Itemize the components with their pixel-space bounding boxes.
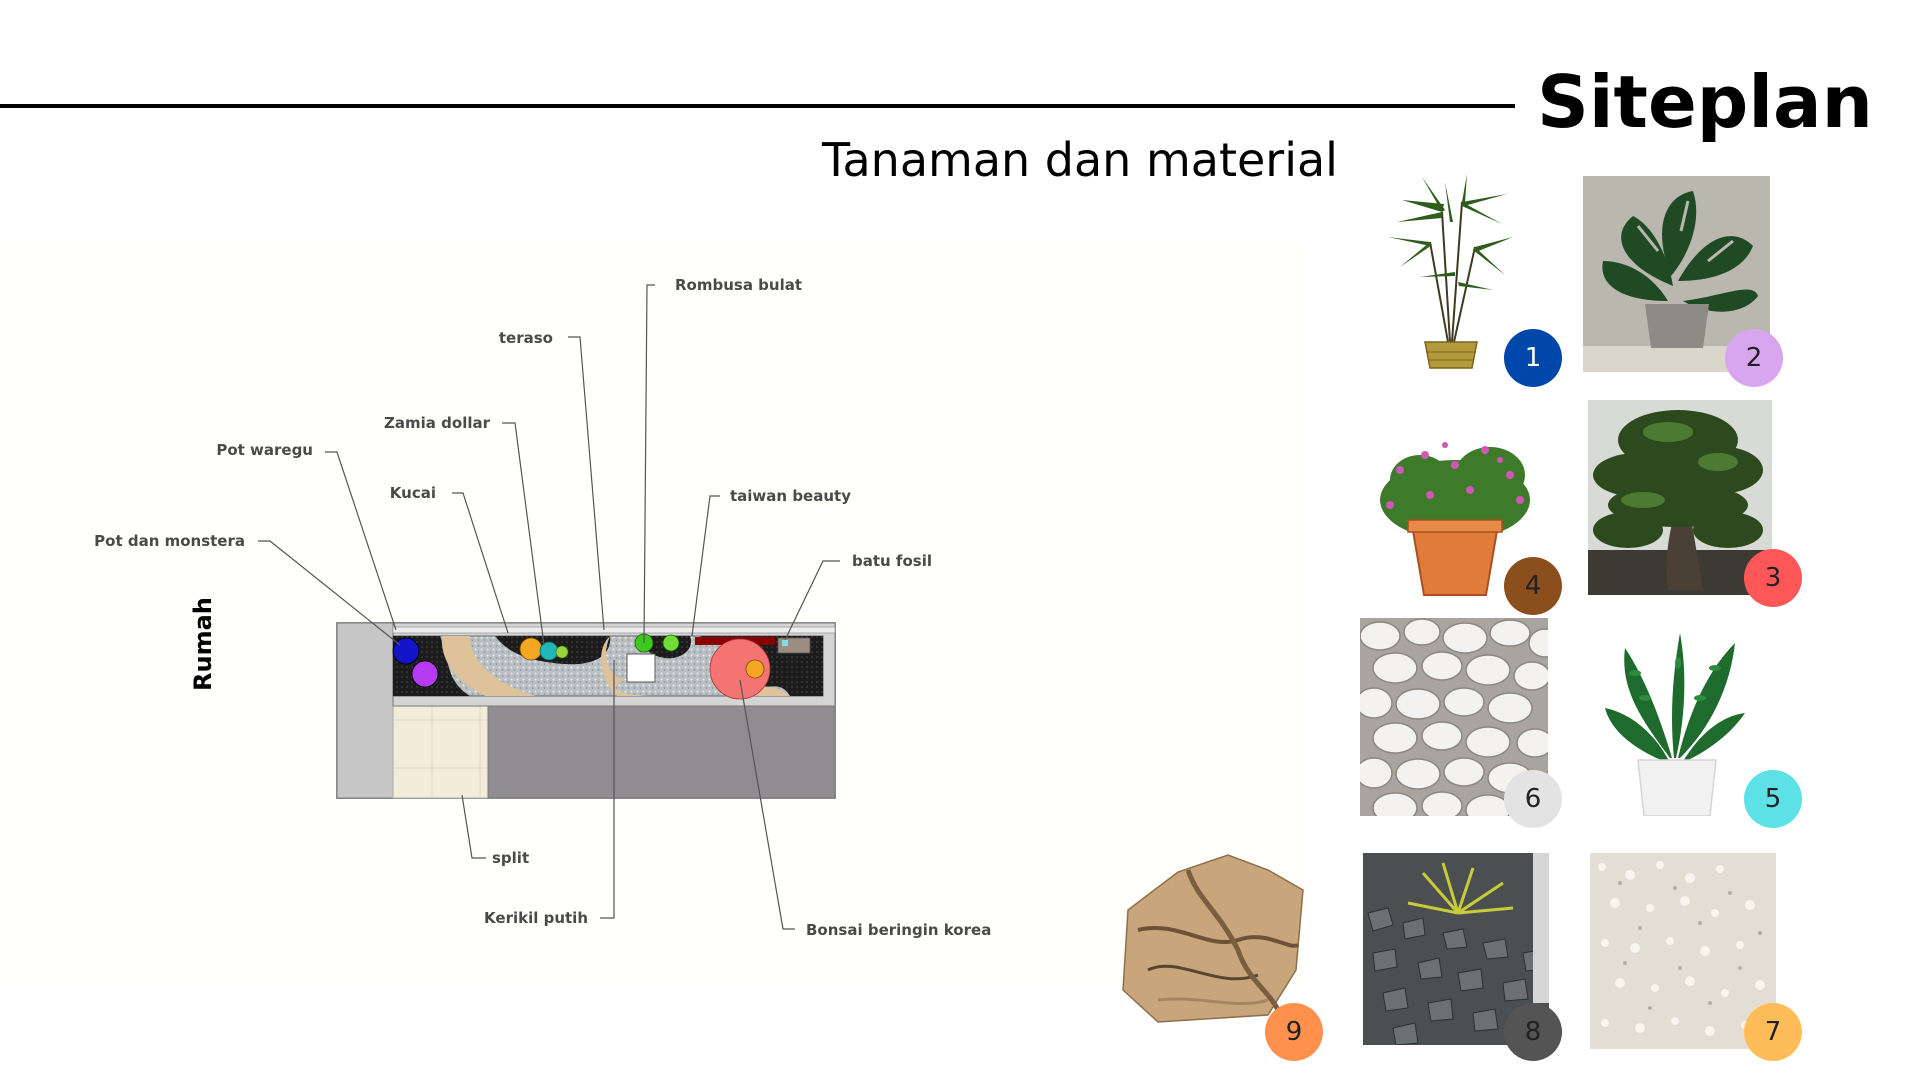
- paving-area: [487, 705, 836, 799]
- leader-batu-fosil: [784, 560, 840, 641]
- label-kucai: Kucai: [390, 484, 436, 502]
- label-teraso: teraso: [499, 329, 553, 347]
- leader-pot-dan-monstera: [258, 540, 401, 646]
- badge-8: 8: [1504, 1003, 1562, 1061]
- photo-bonsai-beringin: [1588, 400, 1772, 595]
- leader-kerikil-putih: [600, 660, 615, 919]
- badge-2: 2: [1725, 329, 1783, 387]
- label-rombusa-bulat: Rombusa bulat: [675, 276, 802, 294]
- badge-6: 6: [1504, 770, 1562, 828]
- house-label: Rumah: [189, 597, 217, 691]
- badge-7: 7: [1744, 1003, 1802, 1061]
- photo-taiwan-beauty: [1360, 420, 1550, 602]
- leader-taiwan-beauty: [691, 495, 720, 637]
- rombusa-bulat-symbol-2: [662, 634, 680, 652]
- leader-teraso: [568, 336, 605, 631]
- label-batu-fosil: batu fosil: [852, 552, 932, 570]
- badge-4: 4: [1504, 557, 1562, 615]
- leader-pot-waregu: [325, 451, 397, 631]
- leader-bonsai-beringin-korea: [739, 679, 795, 930]
- plan-background: [0, 245, 1305, 985]
- badge-1: 1: [1504, 329, 1562, 387]
- leader-split: [461, 794, 486, 859]
- leader-rombusa-bulat: [643, 284, 655, 644]
- photo-batu-fosil: [1118, 850, 1306, 1030]
- teraso-stepping-stone: [626, 653, 656, 683]
- page-title: Siteplan: [1537, 60, 1873, 144]
- batu-fosil-marker: [782, 640, 788, 646]
- photo-zamia: [1600, 628, 1750, 816]
- teraso-curve-left: [441, 636, 535, 696]
- header-rule: [0, 104, 1515, 108]
- leader-zamia-dollar: [502, 422, 545, 646]
- photo-monstera-pot: [1583, 176, 1770, 372]
- badge-5: 5: [1744, 770, 1802, 828]
- label-bonsai-beringin-korea: Bonsai beringin korea: [806, 921, 991, 939]
- split-tile-area: [392, 705, 489, 799]
- page-subtitle: Tanaman dan material: [822, 133, 1338, 187]
- zamia-dollar-symbol: [539, 641, 559, 661]
- kucai-symbol: [519, 637, 543, 661]
- badge-3: 3: [1744, 549, 1802, 607]
- pot-waregu-symbol: [411, 660, 439, 688]
- leader-kucai: [452, 492, 509, 634]
- photo-palm-waregu: [1380, 172, 1520, 372]
- bonsai-accent-symbol: [745, 659, 765, 679]
- photo-kerikil-putih: [1360, 618, 1548, 816]
- badge-9: 9: [1265, 1003, 1323, 1061]
- label-pot-dan-monstera: Pot dan monstera: [94, 532, 245, 550]
- teraso-edge: [392, 626, 836, 634]
- label-split: split: [492, 849, 529, 867]
- photo-split-white: [1590, 853, 1776, 1049]
- zamia-dollar-symbol-small: [555, 645, 569, 659]
- label-zamia-dollar: Zamia dollar: [384, 414, 491, 432]
- teraso-curve-centre: [601, 636, 650, 696]
- label-pot-waregu: Pot waregu: [216, 441, 313, 459]
- house-wall-strip: [336, 622, 394, 799]
- label-kerikil-putih: Kerikil putih: [484, 909, 588, 927]
- label-taiwan-beauty: taiwan beauty: [730, 487, 851, 505]
- bonsai-beringin-symbol: [709, 638, 771, 700]
- site-plan-diagram: Rumah Rombusa bulat teraso Zamia dollar …: [94, 276, 991, 939]
